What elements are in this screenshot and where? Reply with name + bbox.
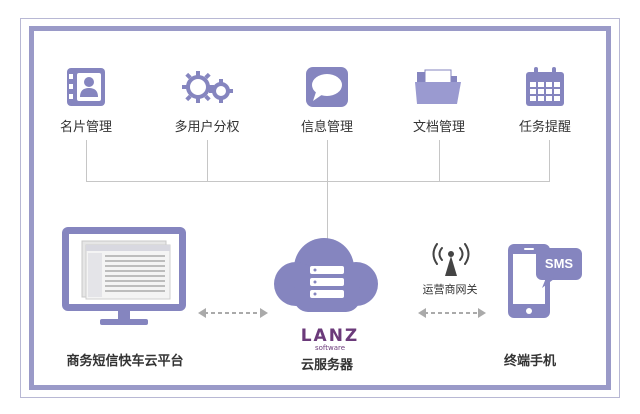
arrow-server-phone — [418, 308, 486, 318]
module-label: 任务提醒 — [518, 120, 571, 135]
svg-text:software: software — [315, 344, 345, 352]
module-task[interactable]: 任务提醒 — [495, 66, 595, 135]
module-label: 多用户分权 — [174, 120, 240, 135]
module-message[interactable]: 信息管理 — [277, 66, 377, 135]
connector-bus — [86, 181, 550, 182]
phone-label: 终端手机 — [503, 354, 556, 369]
screenshot-thumbnail — [81, 240, 171, 300]
connector-drop-5 — [549, 140, 550, 181]
lanz-logo: LANZ software — [301, 326, 360, 352]
module-multi-user[interactable]: 多用户分权 — [157, 66, 257, 135]
sms-badge: SMS — [544, 256, 574, 271]
cloud-server-icon — [274, 238, 378, 312]
connector-drop-4 — [439, 140, 440, 181]
signal-tower-icon — [432, 243, 470, 276]
connector-drop-1 — [86, 140, 87, 181]
module-label: 信息管理 — [300, 120, 353, 135]
mobile-phone-icon — [508, 244, 582, 318]
arrow-platform-server — [198, 308, 268, 318]
platform-label: 商务短信快车云平台 — [66, 354, 184, 369]
gateway-label: 运营商网关 — [422, 283, 478, 296]
module-business-card[interactable]: 名片管理 — [36, 66, 136, 135]
module-label: 文档管理 — [412, 120, 465, 135]
gears-icon — [182, 71, 233, 103]
connector-drop-2 — [207, 140, 208, 181]
monitor-icon — [62, 227, 186, 325]
module-label: 名片管理 — [59, 120, 112, 135]
connector-trunk — [327, 140, 328, 240]
folder-icon — [415, 69, 461, 104]
outer-frame — [20, 18, 620, 398]
speech-bubble-icon — [306, 67, 348, 107]
server-label: 云服务器 — [300, 358, 353, 373]
svg-text:LANZ: LANZ — [301, 326, 360, 346]
contact-card-icon — [67, 68, 105, 106]
calendar-icon — [526, 67, 564, 106]
module-document[interactable]: 文档管理 — [389, 66, 489, 135]
